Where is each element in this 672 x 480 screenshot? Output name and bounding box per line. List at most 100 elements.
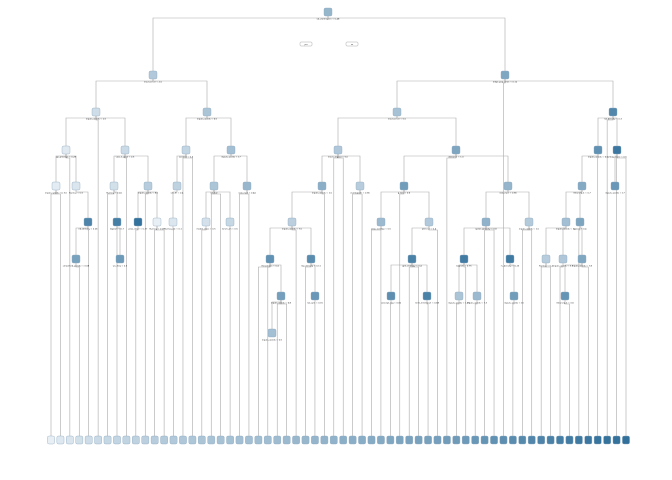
split-condition: prev_vt < 0.4 — [422, 228, 437, 231]
tree-leaf — [556, 435, 564, 445]
split-condition: inputs_words < 6.0 — [588, 156, 609, 159]
tree-node — [115, 254, 125, 264]
split-condition: spear_grossity < 0.6 — [475, 228, 497, 231]
tree-node — [209, 181, 219, 191]
tree-leaf — [584, 435, 593, 445]
tree-node-box — [424, 217, 434, 227]
tree-node-box — [500, 70, 510, 80]
tree-leaf — [424, 435, 432, 445]
root-branch-indicator: yes no — [299, 41, 359, 47]
tree-node — [422, 291, 432, 301]
tree-node — [500, 70, 510, 80]
tree-node — [61, 145, 71, 155]
tree-leaf — [593, 435, 602, 445]
tree-edge-n33 — [172, 190, 178, 218]
tree-node — [399, 181, 409, 191]
split-condition: inputs_words >= 3.0 — [45, 192, 67, 195]
tree-leaf — [575, 435, 583, 445]
leaf-edge — [124, 154, 127, 436]
split-condition: term_lemmasel < 0.68 — [415, 302, 439, 305]
tree-node-box — [524, 217, 534, 227]
tree-node-box — [610, 181, 620, 191]
tree-node-box — [407, 254, 417, 264]
leaf-edge — [55, 190, 61, 436]
split-condition: inputs_words < 2.5 — [86, 118, 107, 121]
tree-node — [407, 254, 417, 264]
tree-node — [472, 291, 482, 301]
tree-node-box — [242, 181, 252, 191]
split-condition: inputs_words < 7.3 — [467, 302, 488, 305]
tree-edge-n26 — [455, 154, 509, 182]
tree-node-box — [71, 254, 81, 264]
leaf-edge — [182, 154, 187, 436]
tree-node — [152, 217, 162, 227]
tree-node-box — [226, 145, 236, 155]
tree-leaf — [235, 435, 244, 445]
split-condition: nd_density < 0.26 — [79, 228, 99, 231]
tree-node-box — [561, 217, 571, 227]
tree-node — [51, 181, 61, 191]
tree-leaf — [216, 435, 225, 445]
tree-leaf — [395, 435, 404, 445]
split-condition: fluency < 0.28 — [149, 228, 165, 231]
split-condition: g_low < 0.6 — [398, 192, 411, 195]
tree-edge-n3 — [327, 16, 506, 71]
tree-leaf — [113, 435, 121, 445]
tree-node-box — [422, 291, 432, 301]
tree-node-box — [202, 107, 212, 117]
tree-node — [509, 291, 519, 301]
leaf-edge — [359, 190, 363, 436]
leaf-edge — [540, 263, 547, 436]
leaf-edge — [87, 226, 90, 436]
tree-edge-n7 — [504, 79, 614, 108]
tree-node — [109, 181, 119, 191]
split-condition: nd_sum < 0.15 — [307, 302, 323, 305]
tree-node-box — [143, 181, 153, 191]
tree-node — [392, 107, 402, 117]
tree-leaf — [75, 435, 84, 445]
tree-node-box — [61, 145, 71, 155]
tree-node-box — [459, 254, 469, 264]
leaf-edge — [503, 79, 506, 436]
split-condition: inputs_words < 1.0 — [519, 228, 540, 231]
tree-node-box — [209, 181, 219, 191]
tree-leaf — [169, 435, 178, 445]
leaf-edge — [559, 263, 564, 436]
tree-node-box — [201, 217, 211, 227]
tree-leaf — [188, 435, 197, 445]
tree-node — [242, 181, 252, 191]
tree-leaf — [546, 435, 555, 445]
leaf-edge — [522, 226, 530, 436]
tree-edge-n13 — [396, 116, 457, 146]
tree-leaf — [348, 435, 357, 445]
tree-node-box — [392, 107, 402, 117]
tree-node-box — [51, 181, 61, 191]
leaf-edge — [154, 226, 158, 436]
tree-node — [355, 181, 365, 191]
tree-node — [333, 145, 343, 155]
tree-node-box — [133, 217, 143, 227]
split-condition: nd_density < 0.3 — [604, 118, 622, 121]
split-condition: prgs_overlap < 0.5 — [371, 228, 391, 231]
tree-node-box — [323, 7, 333, 17]
leaf-edge — [239, 190, 248, 436]
split-condition: fluency_lat < 0.1 — [164, 228, 182, 231]
tree-node — [541, 254, 551, 264]
tree-edge-n22 — [230, 154, 248, 182]
no-branch-label: no — [351, 44, 354, 46]
tree-node — [287, 217, 297, 227]
split-condition: inputs_words < 7.0 — [556, 228, 577, 231]
tree-leaf — [527, 435, 536, 445]
tree-node-box — [481, 217, 491, 227]
tree-leaf — [301, 435, 310, 445]
leaf-edge — [474, 300, 478, 436]
tree-node — [201, 217, 211, 227]
leaf-edge — [408, 263, 413, 436]
split-condition: inputs_words < 7.0 — [282, 228, 303, 231]
tree-leaf — [518, 435, 527, 445]
tree-leaf — [414, 435, 423, 445]
split-condition: vow_n_grad < 0.5 — [116, 156, 135, 159]
split-condition: thrustness < 0.4 — [261, 265, 279, 268]
leaf-edge — [280, 300, 287, 436]
